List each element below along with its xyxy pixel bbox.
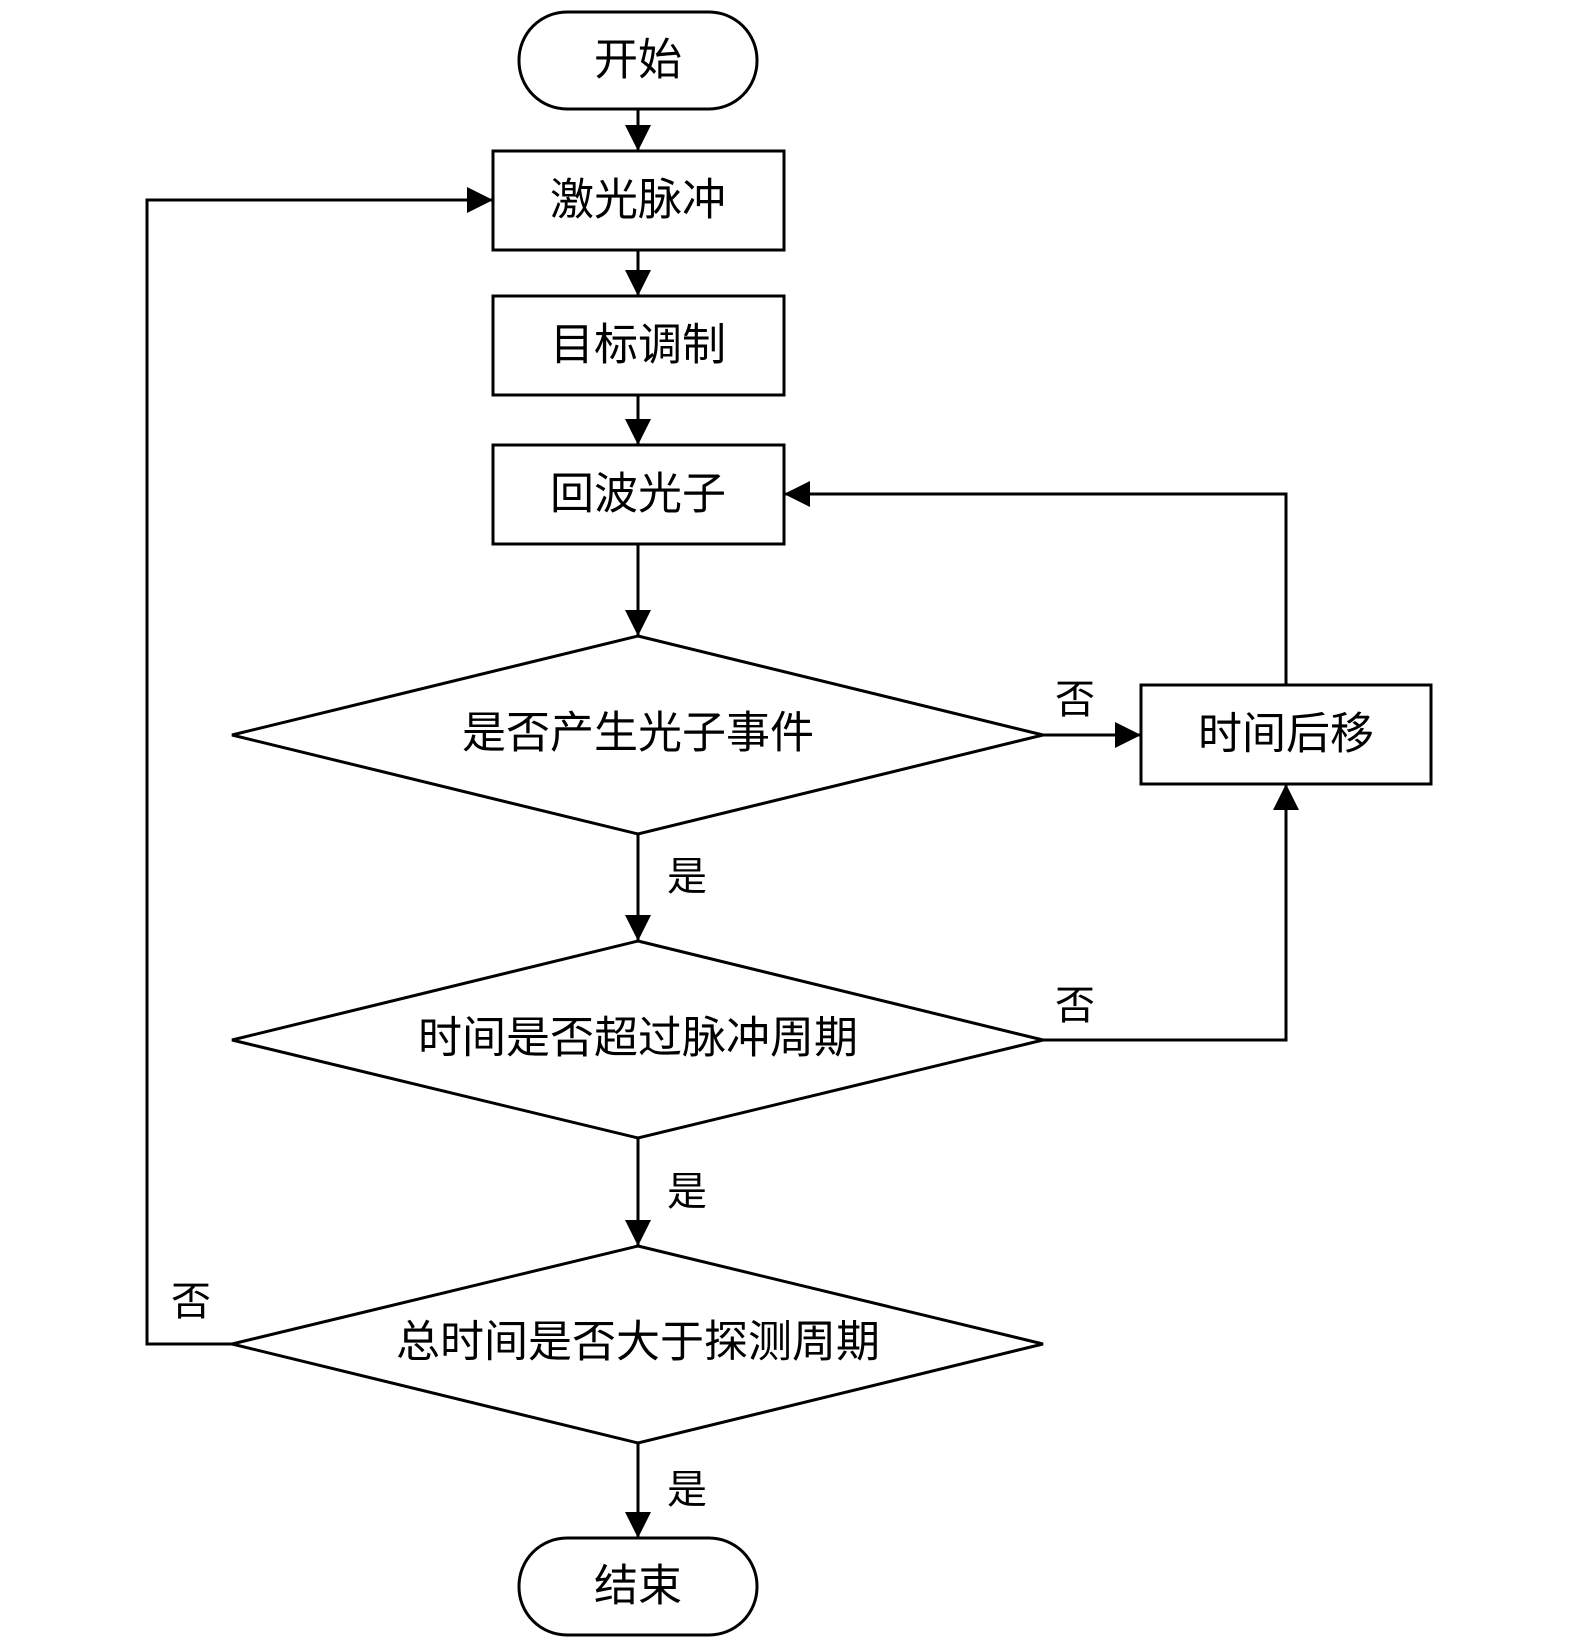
time-shift-node: 时间后移 (1139, 683, 1433, 786)
photon-event-decision: 是否产生光子事件 (231, 634, 1044, 836)
photon-event-no-label: 否 (1055, 677, 1095, 723)
end-node: 结束 (517, 1536, 759, 1637)
laser-pulse-node: 激光脉冲 (491, 149, 786, 252)
detection-period-yes-label: 是 (667, 1467, 707, 1513)
pulse-period-decision: 时间是否超过脉冲周期 (231, 939, 1044, 1140)
detection-period-decision: 总时间是否大于探测周期 (231, 1244, 1044, 1445)
echo-photons-label: 回波光子 (550, 469, 726, 520)
detection-period-label: 总时间是否大于探测周期 (396, 1317, 880, 1368)
time-shift-label: 时间后移 (1198, 709, 1374, 760)
detection-period-no-label: 否 (171, 1279, 211, 1325)
end-label: 结束 (594, 1561, 682, 1612)
pulse-period-label: 时间是否超过脉冲周期 (418, 1013, 858, 1064)
pulse-period-no-label: 否 (1055, 983, 1095, 1029)
target-modulation-label: 目标调制 (550, 320, 726, 371)
pulse-period-yes-label: 是 (667, 1169, 707, 1215)
photon-event-yes-label: 是 (667, 854, 707, 900)
start-label: 开始 (594, 35, 682, 86)
edge-detection-period-no (145, 187, 493, 1346)
edge-time-shift-to-echo (784, 481, 1288, 685)
edge-pulse-period-no (1043, 784, 1299, 1042)
laser-pulse-label: 激光脉冲 (550, 175, 726, 226)
target-modulation-node: 目标调制 (491, 294, 786, 397)
start-node: 开始 (517, 10, 759, 111)
echo-photons-node: 回波光子 (491, 443, 786, 546)
photon-event-label: 是否产生光子事件 (462, 708, 814, 759)
